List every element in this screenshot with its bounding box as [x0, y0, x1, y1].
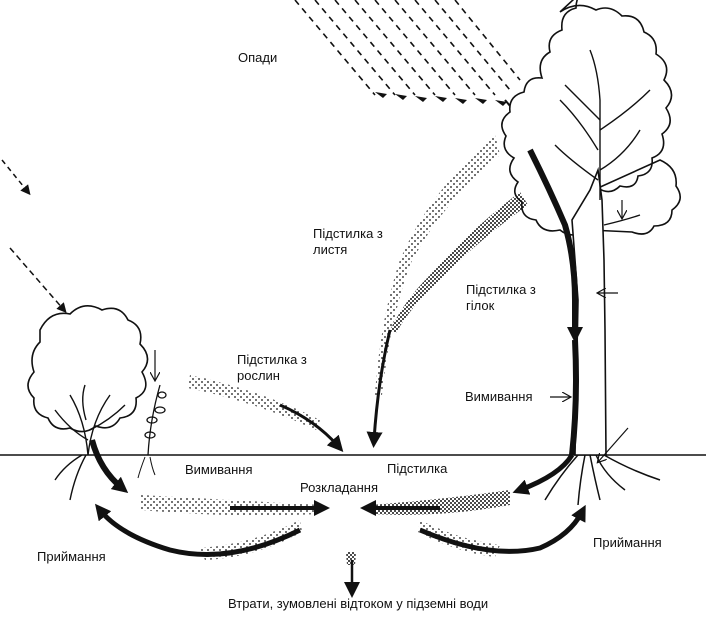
tree-to-decomposition-flow [370, 490, 510, 515]
rain-streaks [294, 0, 521, 96]
label-plant-litter-line2: рослин [237, 368, 280, 383]
shrub-to-decomposition-flow [140, 495, 320, 516]
trunk-to-litter-arrow [512, 453, 575, 495]
tree [501, 0, 681, 506]
label-leaf-litter: Підстилка з листя [313, 226, 403, 258]
stemflow-stripe [527, 148, 578, 330]
label-twig-litter: Підстилка з гілок [466, 282, 556, 314]
leaf-litter-arrow [366, 329, 392, 448]
label-uptake-left: Приймання [37, 549, 106, 564]
label-litter: Підстилка [387, 461, 448, 476]
rain-arrow-shrub-upper [1, 159, 31, 196]
tree-crown [501, 0, 681, 236]
herb-plant [144, 384, 167, 456]
rain-arrow-shrub-lower [9, 247, 67, 314]
plant-litter-arrow [279, 403, 344, 452]
losses-stipple [346, 552, 356, 565]
label-uptake-right: Приймання [593, 535, 662, 550]
uptake-left-stipple [200, 520, 302, 560]
label-losses: Втрати, зумовлені відтоком у підземні во… [228, 596, 489, 611]
tree-branches [554, 49, 651, 226]
label-precipitation: Опади [238, 50, 278, 65]
uptake-left-arc [94, 503, 302, 557]
throughfall-stripe [569, 339, 579, 456]
label-leaf-litter-line1: Підстилка з [313, 226, 383, 241]
shrub [27, 305, 149, 501]
label-plant-litter: Підстилка з рослин [237, 352, 327, 384]
shrub-roots [54, 454, 87, 501]
shrub-dark-stem [89, 439, 129, 494]
shrub-stems [54, 384, 126, 456]
plant-litter-flow [188, 375, 320, 430]
twig-litter-flow [390, 192, 528, 333]
label-plant-litter-line1: Підстилка з [237, 352, 307, 367]
leaf-litter-flow [375, 135, 500, 395]
label-leaching-shrub: Вимивання [185, 462, 253, 477]
tree-roots [544, 454, 661, 506]
label-twig-litter-line2: гілок [466, 298, 495, 313]
label-decomposition: Розкладання [300, 480, 379, 495]
herb-roots [137, 456, 156, 479]
label-leaf-litter-line2: листя [313, 242, 348, 257]
tree-arrow-root-in [598, 427, 629, 462]
uptake-right-stipple [418, 520, 500, 557]
label-leaching-tree: Вимивання [465, 389, 533, 404]
rain-bottom-marks [375, 92, 507, 106]
label-twig-litter-line1: Підстилка з [466, 282, 536, 297]
shrub-crown [27, 305, 149, 433]
